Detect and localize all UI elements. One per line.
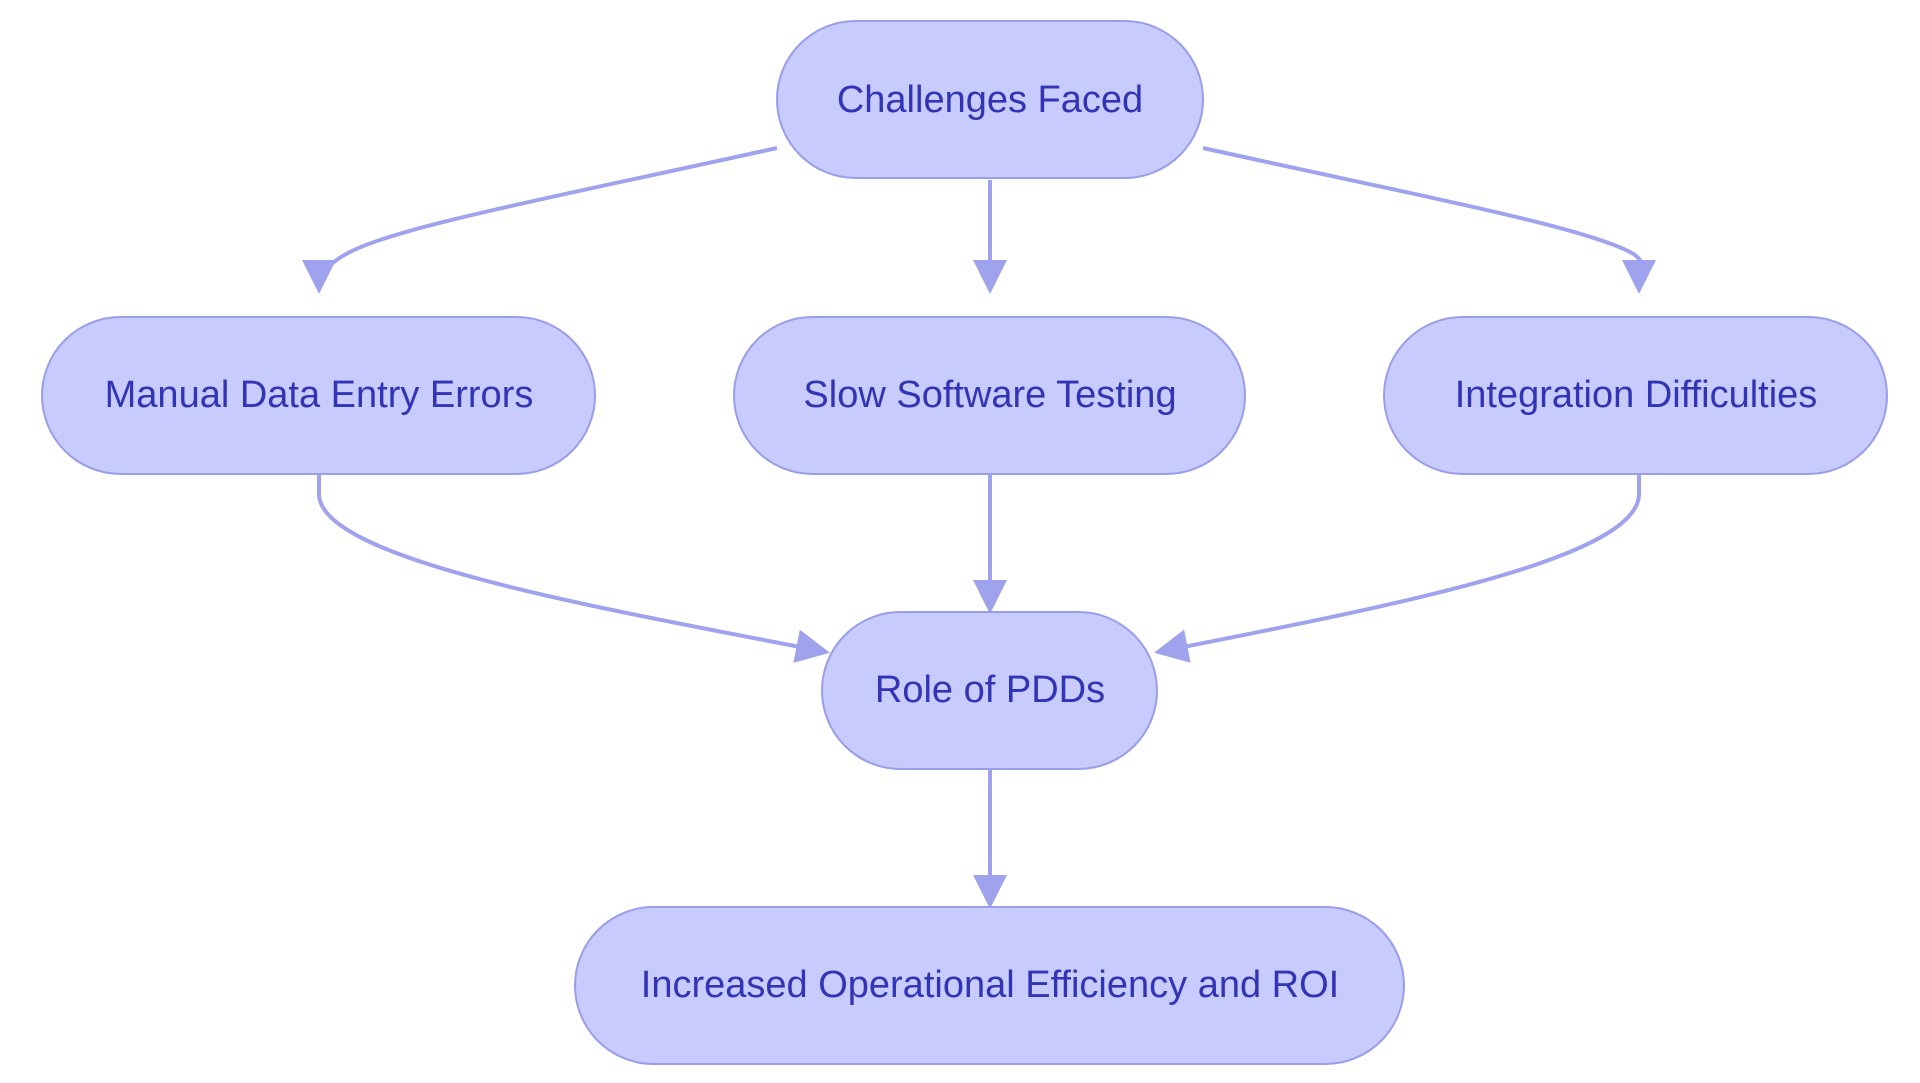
node-label-role: Role of PDDs [875, 669, 1105, 711]
node-challenges-faced: Challenges Faced [776, 20, 1204, 179]
node-increased-operational-efficiency: Increased Operational Efficiency and ROI [574, 906, 1405, 1065]
node-slow-software-testing: Slow Software Testing [733, 316, 1246, 475]
node-integration-difficulties: Integration Difficulties [1383, 316, 1888, 475]
node-label-manual: Manual Data Entry Errors [105, 374, 534, 416]
edge-integration-to-role [1154, 474, 1641, 663]
node-label-integration: Integration Difficulties [1455, 374, 1818, 416]
edge-manual-to-role [317, 474, 830, 663]
node-label-efficiency: Increased Operational Efficiency and ROI [641, 964, 1339, 1006]
node-manual-data-entry-errors: Manual Data Entry Errors [41, 316, 596, 475]
node-label-slow: Slow Software Testing [803, 374, 1176, 416]
node-label-challenges: Challenges Faced [837, 79, 1143, 121]
node-role-of-pdds: Role of PDDs [821, 611, 1158, 770]
edge-challenges-to-integration [1202, 146, 1657, 294]
edge-challenges-to-manual [302, 146, 778, 294]
